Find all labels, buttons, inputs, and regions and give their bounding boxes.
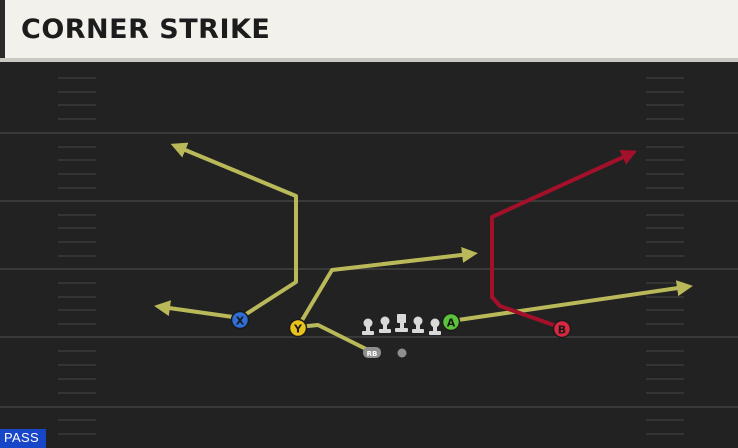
receiver-b-label: B (558, 324, 566, 337)
lineman-center (395, 314, 408, 332)
y-button-icon (288, 318, 308, 338)
running-back: RB (363, 347, 381, 358)
route-y-out (296, 246, 478, 329)
play-type-badge: PASS (0, 429, 46, 448)
lineman-rt (429, 318, 441, 335)
route-x-post-corner (170, 142, 298, 320)
lineman-lt (362, 318, 374, 335)
hash-marks-right (646, 77, 684, 435)
receiver-a-label: A (447, 317, 456, 330)
route-x-flat (154, 300, 242, 320)
route-rb-flare (296, 323, 374, 354)
receiver-x-label: X (236, 315, 245, 328)
route-b-corner (490, 150, 638, 330)
receiver-b[interactable]: B (552, 319, 572, 339)
play-title-bar: CORNER STRIKE (0, 0, 738, 62)
hash-marks-left (58, 77, 96, 435)
route-a-deep-cross (449, 280, 693, 323)
lineman-lg (379, 316, 391, 333)
yard-lines (0, 132, 738, 408)
lineman-rg (412, 316, 424, 333)
receiver-y[interactable]: Y (288, 318, 308, 338)
x-button-icon (230, 310, 250, 330)
receiver-x[interactable]: X (230, 310, 250, 330)
offensive-line (362, 314, 441, 335)
receiver-y-label: Y (293, 323, 303, 336)
quarterback-icon (397, 348, 407, 358)
play-type-label: PASS (4, 430, 39, 445)
receiver-a[interactable]: A (441, 312, 461, 332)
title-accent (0, 0, 5, 58)
b-button-icon (552, 319, 572, 339)
play-title: CORNER STRIKE (21, 14, 271, 45)
a-button-icon (441, 312, 461, 332)
rb-label: RB (367, 350, 378, 358)
